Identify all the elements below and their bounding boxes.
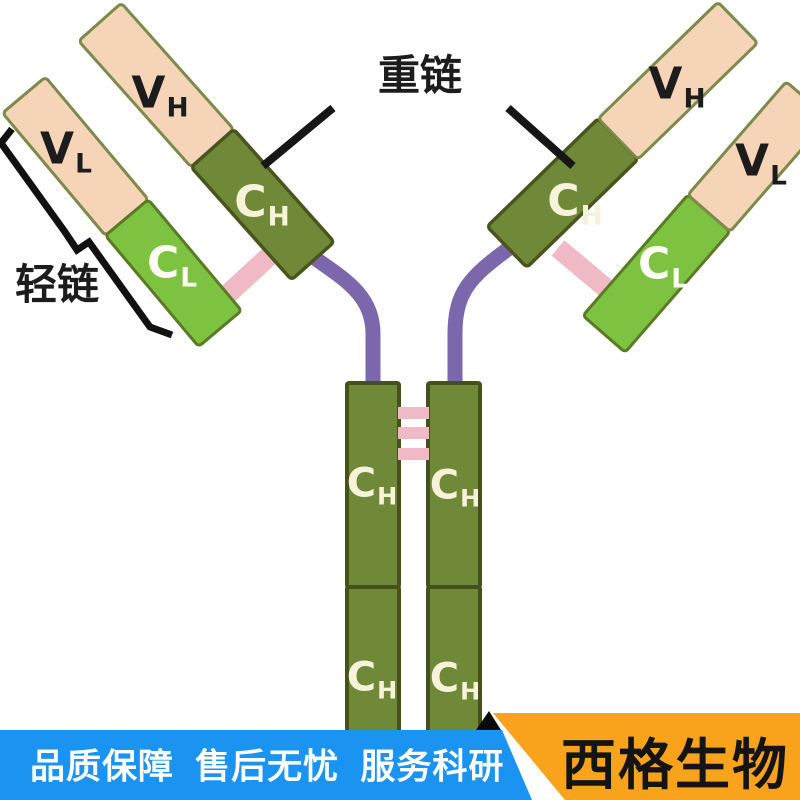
- hinge-right: [447, 242, 513, 390]
- light-chain-bracket: [0, 126, 174, 339]
- label-ch-right: CH: [547, 175, 603, 232]
- disulfide-bond-1: [398, 407, 429, 419]
- light-chain-left: [2, 77, 242, 347]
- ch1-domain-left: [191, 129, 335, 280]
- label-cl-left: CL: [146, 237, 198, 294]
- disulfide-bond-2: [398, 427, 429, 439]
- label-ch2-left: CH: [346, 460, 398, 511]
- label-cl-right: CL: [637, 238, 689, 295]
- heavy-chain-pointer-right: [505, 105, 576, 169]
- brand-banner: [493, 713, 800, 800]
- heavy-chain-label: 重链: [377, 51, 463, 100]
- label-ch-left: CH: [234, 176, 290, 233]
- heavy-chain-right: [487, 2, 758, 268]
- light-heavy-bond-right: [551, 240, 614, 297]
- label-ch3-left: CH: [346, 654, 398, 705]
- brand-text: 西格生物: [561, 733, 790, 797]
- label-ch2-right: CH: [429, 462, 481, 513]
- label-vl-right: VL: [735, 135, 787, 192]
- banner-notch: [476, 711, 501, 730]
- label-vh-left: VH: [131, 67, 189, 124]
- vl-domain-right: [687, 81, 800, 232]
- label-vh-right: VH: [648, 58, 706, 115]
- disulfide-bond-3: [398, 448, 429, 460]
- light-chain-label: 轻链: [14, 260, 100, 309]
- heavy-chain-pointer-left: [260, 104, 336, 170]
- light-chain-right: [583, 81, 800, 353]
- slogan-text: 品质保障 售后无忧 服务科研: [30, 747, 505, 788]
- label-vl-left: VL: [40, 123, 92, 180]
- hinge-left: [297, 242, 381, 390]
- label-ch3-right: CH: [429, 655, 481, 706]
- vh-domain-right: [598, 2, 758, 160]
- slogan-banner: [0, 730, 532, 800]
- heavy-chain-left: [78, 3, 335, 280]
- cl-domain-left: [105, 199, 242, 347]
